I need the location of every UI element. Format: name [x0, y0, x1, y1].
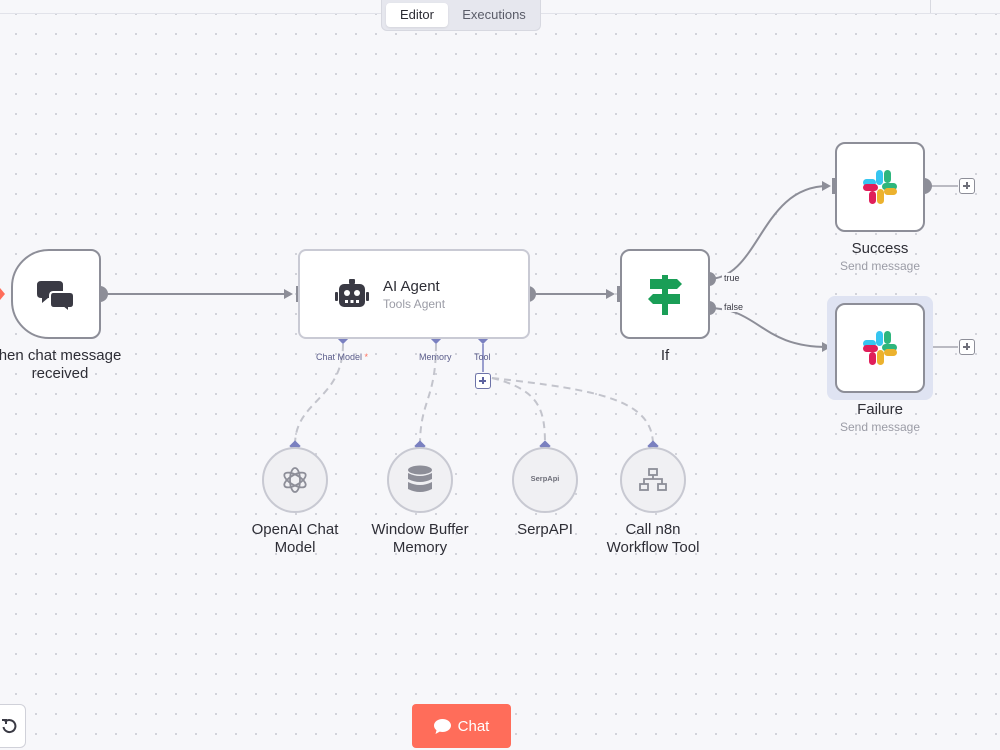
window-buffer-memory-node[interactable]	[387, 447, 453, 513]
chat-icon	[433, 718, 451, 734]
tab-executions[interactable]: Executions	[462, 7, 526, 22]
if-label: If	[660, 347, 670, 364]
if-node[interactable]	[620, 249, 710, 339]
wire-tool-workflow	[491, 377, 654, 446]
failure-label: Failure	[857, 401, 903, 418]
workflow-tool-label-line2: Workflow Tool	[606, 539, 700, 556]
chat-model-port-label: Chat Model *	[316, 352, 368, 362]
required-mark: *	[364, 352, 369, 362]
serpapi-logo: SerpApi	[530, 474, 560, 483]
wire-memory	[419, 343, 437, 446]
success-subtitle: Send message	[839, 259, 921, 273]
wire-if-true	[707, 185, 829, 280]
openai-icon	[283, 467, 307, 493]
success-node[interactable]	[835, 142, 925, 232]
memory-label-line1: Window Buffer	[371, 521, 469, 538]
openai-label: OpenAI Chat Model	[235, 521, 355, 557]
trigger-label-line1: hen chat message	[0, 347, 122, 364]
chat-bubbles-icon	[37, 281, 75, 313]
serpapi-label: SerpAPI	[517, 521, 573, 538]
memory-label: Window Buffer Memory	[355, 521, 485, 557]
failure-subtitle: Send message	[839, 420, 921, 434]
incoming-arrow	[0, 288, 5, 300]
chat-button-label: Chat	[457, 717, 490, 735]
tab-editor[interactable]: Editor	[386, 3, 448, 27]
failure-node[interactable]	[835, 303, 925, 393]
chat-trigger-node[interactable]	[11, 249, 101, 339]
undo-icon	[2, 719, 17, 734]
wire-tool-serpapi	[491, 377, 546, 446]
serpapi-node[interactable]: SerpApi	[512, 447, 578, 513]
add-after-failure-button[interactable]	[959, 339, 975, 355]
true-branch-label: true	[722, 273, 742, 283]
memory-port-label: Memory	[419, 352, 452, 362]
wire-chat-model	[294, 343, 344, 446]
success-label: Success	[851, 240, 909, 257]
add-tool-button[interactable]	[475, 373, 491, 389]
chat-model-text: Chat Model	[316, 352, 363, 362]
top-bar-divider	[930, 0, 931, 13]
add-after-success-button[interactable]	[959, 178, 975, 194]
call-workflow-tool-node[interactable]	[620, 447, 686, 513]
database-icon	[408, 465, 432, 492]
agent-subtitle: Tools Agent	[383, 297, 446, 311]
ai-agent-node[interactable]: AI Agent Tools Agent	[298, 249, 530, 339]
trigger-label: hen chat message received	[0, 347, 130, 383]
tool-port-label: Tool	[474, 352, 491, 362]
robot-icon	[335, 279, 369, 307]
workflow-tool-label: Call n8n Workflow Tool	[593, 521, 713, 557]
workflow-tool-label-line1: Call n8n	[625, 521, 681, 538]
slack-icon	[863, 331, 897, 365]
reset-zoom-button[interactable]	[0, 704, 26, 748]
openai-label-line1: OpenAI Chat	[251, 521, 339, 538]
openai-chat-model-node[interactable]	[262, 447, 328, 513]
agent-title: AI Agent	[383, 278, 440, 295]
sitemap-icon	[639, 468, 667, 491]
slack-icon	[863, 170, 897, 204]
chat-button[interactable]: Chat	[412, 704, 511, 748]
signpost-icon	[648, 275, 682, 315]
false-branch-label: false	[722, 302, 746, 312]
openai-label-line2: Model	[274, 539, 316, 556]
memory-label-line2: Memory	[392, 539, 448, 556]
view-tabs: Editor Executions	[381, 0, 541, 31]
wire-if-false	[707, 307, 829, 348]
trigger-label-line2: received	[31, 365, 89, 382]
